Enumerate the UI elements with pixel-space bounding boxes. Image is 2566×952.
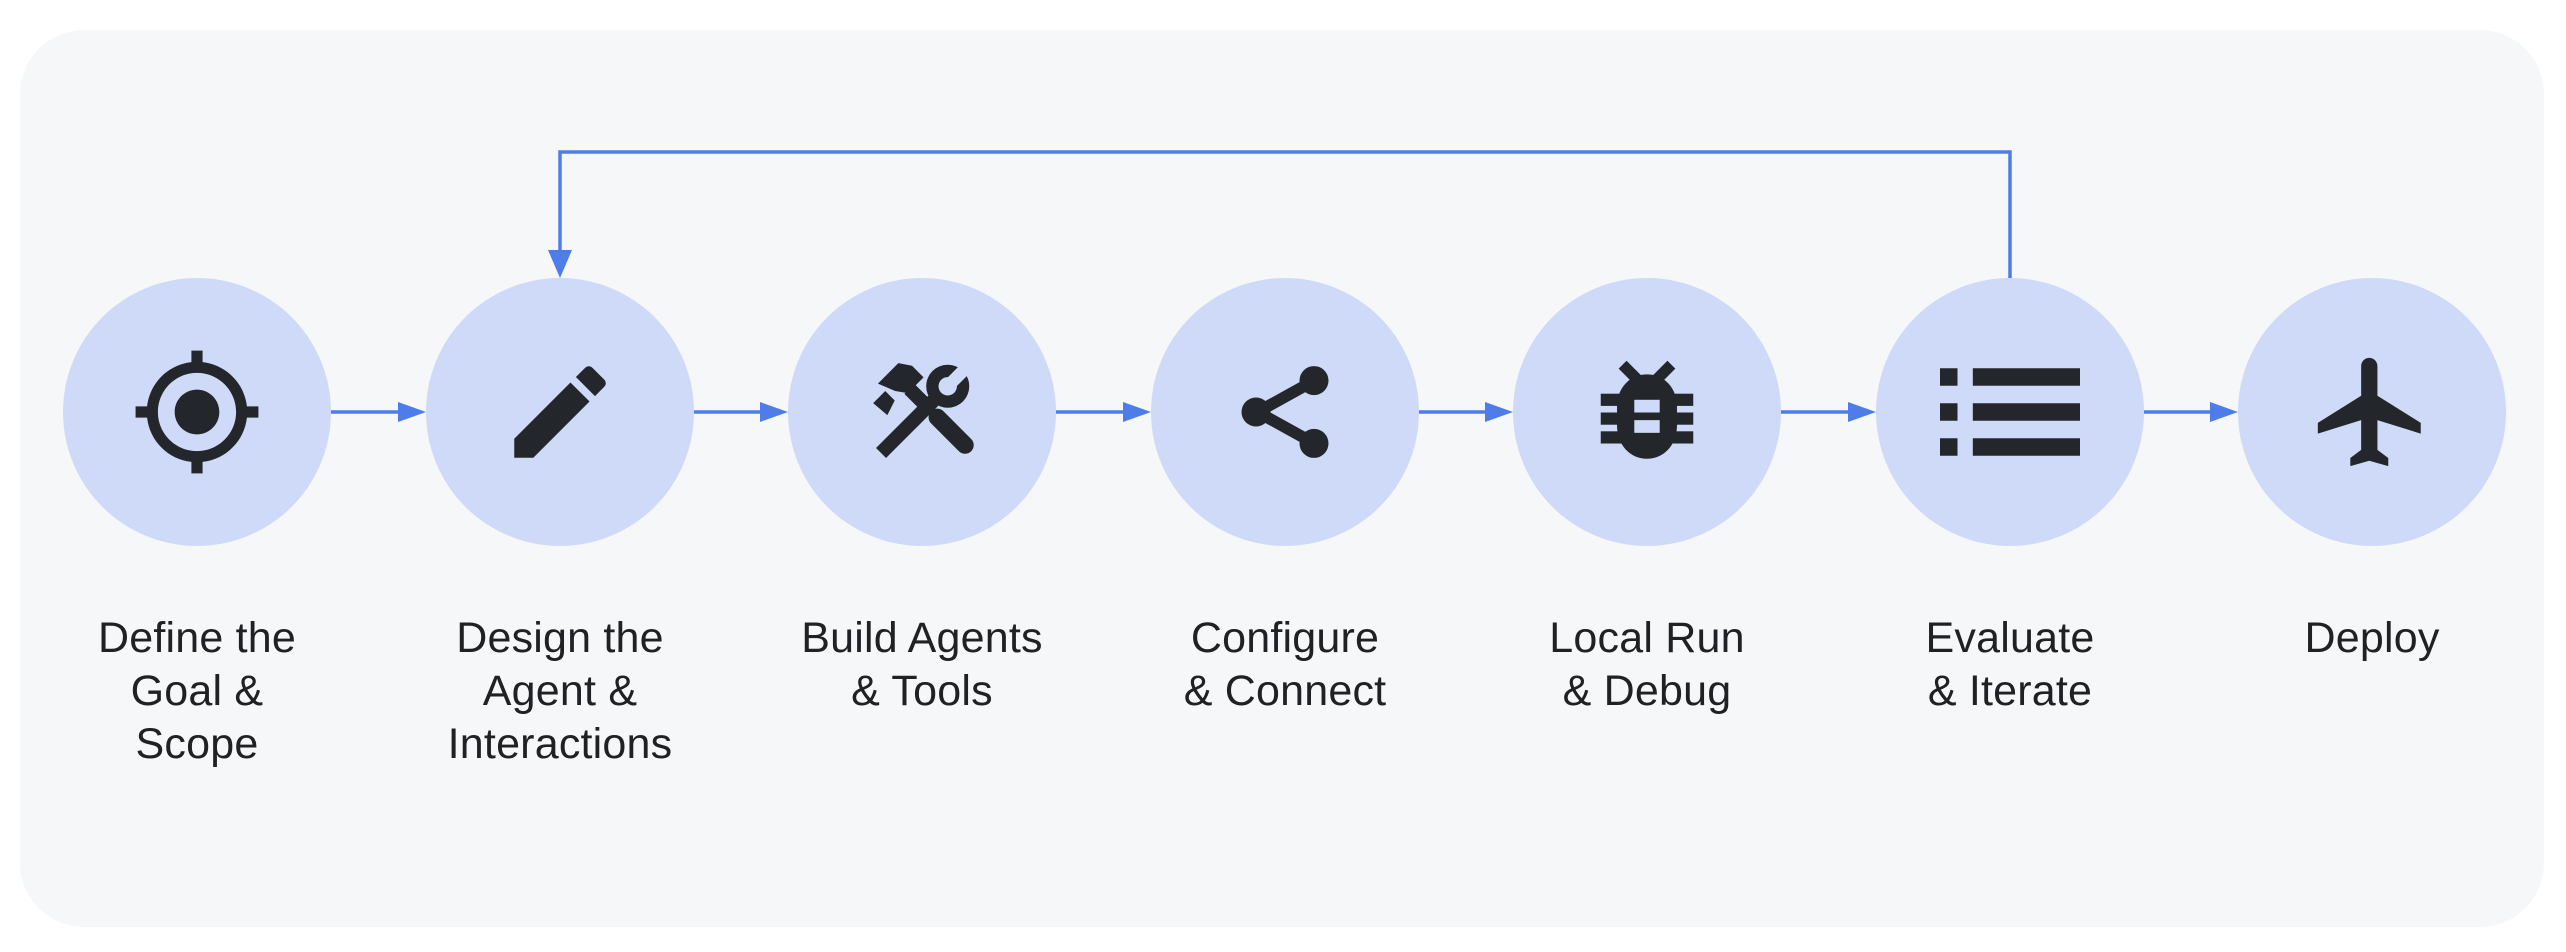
node-label: Local Run & Debug [1549, 614, 1745, 715]
target-icon [130, 345, 264, 479]
node-design-agent-interactions [426, 278, 694, 546]
node-evaluate-iterate [1876, 278, 2144, 546]
node-label: Deploy [2304, 614, 2440, 662]
node-deploy [2238, 278, 2506, 546]
airplane-icon [2307, 347, 2437, 477]
bug-icon [1586, 348, 1708, 476]
node-label: Evaluate & Iterate [1925, 614, 2095, 715]
node-label: Define the Goal & Scope [97, 614, 297, 768]
node-configure-connect [1151, 278, 1419, 546]
node-local-run-debug [1513, 278, 1781, 546]
hammer-wrench-icon [859, 349, 985, 475]
list-icon [1940, 368, 2080, 456]
node-label: Configure & Connect [1183, 614, 1387, 715]
node-label: Build Agents & Tools [801, 614, 1043, 715]
pencil-icon [499, 351, 621, 473]
node-define-goal-scope [63, 278, 331, 546]
node-build-agents-tools [788, 278, 1056, 546]
node-label: Design the Agent & Interactions [447, 614, 673, 768]
share-icon [1227, 354, 1343, 470]
